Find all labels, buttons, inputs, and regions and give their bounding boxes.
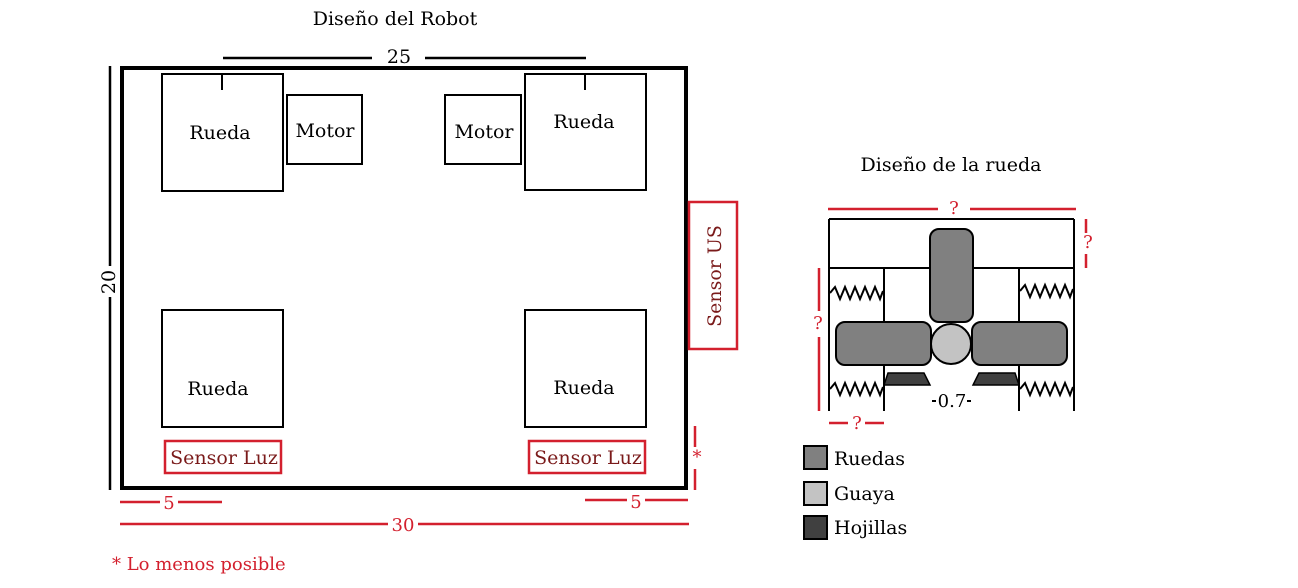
robot-title: Diseño del Robot <box>313 8 478 30</box>
sensor-us-label: Sensor US <box>704 225 726 327</box>
wheel-dim-right-label: ? <box>1083 232 1093 253</box>
robot-dim-bottom-left-label: 5 <box>163 493 174 514</box>
motor-left-label: Motor <box>295 120 355 142</box>
wheel-design-title: Diseño de la rueda <box>861 154 1042 176</box>
robot-dim-star-label: * <box>693 447 702 468</box>
legend-swatch-ruedas <box>803 445 828 470</box>
robot-dim-left-label: 20 <box>98 270 120 294</box>
wheel-part-right <box>971 321 1068 366</box>
legend-swatch-hojillas <box>803 515 828 540</box>
robot-dim-top-label: 25 <box>387 46 411 68</box>
legend-label-hojillas: Hojillas <box>834 517 907 539</box>
robot-dim-bottom-label: 30 <box>392 515 415 536</box>
wheel-bottom-left-label: Rueda <box>187 378 248 400</box>
robot-dim-bottom-right-label: 5 <box>630 492 641 513</box>
legend-label-guaya: Guaya <box>834 483 895 505</box>
blade-right <box>971 372 1021 386</box>
robot-dim-bottom-right: 5 <box>585 492 688 513</box>
robot-dim-bottom-left: 5 <box>120 493 222 514</box>
wheel-dim-top-label: ? <box>949 198 959 219</box>
wheel-dim-gap: 0.7 <box>932 391 971 412</box>
wheel-bottom-left: Rueda <box>161 309 284 428</box>
motor-left: Motor <box>286 94 363 165</box>
guaya-circle <box>930 323 972 365</box>
robot-dim-left: 20 <box>98 66 120 490</box>
sensor-luz-right-label: Sensor Luz <box>534 447 642 469</box>
sensor-us: Sensor US <box>687 200 739 351</box>
wheel-dim-left: ? <box>813 268 823 411</box>
legend-swatch-guaya <box>803 481 828 506</box>
blade-left <box>882 372 932 386</box>
legend-label-ruedas: Ruedas <box>834 448 905 470</box>
wheel-dim-gap-label: 0.7 <box>938 391 967 412</box>
wheel-dim-right: ? <box>1083 219 1093 268</box>
wheel-top-right-label: Rueda <box>553 111 614 133</box>
motor-right: Motor <box>444 94 522 165</box>
robot-chassis <box>120 66 688 490</box>
robot-dim-bottom: 30 <box>120 515 689 536</box>
sensor-luz-left: Sensor Luz <box>163 439 283 475</box>
wheel-dim-bottom-left: ? <box>829 413 884 434</box>
wheel-dim-bottom-left-label: ? <box>852 413 862 434</box>
motor-right-label: Motor <box>454 121 514 143</box>
wheel-dim-left-label: ? <box>813 313 823 334</box>
wheel-bottom-right-label: Rueda <box>553 377 614 399</box>
wheel-springs <box>829 282 1074 398</box>
wheel-part-left <box>835 321 932 366</box>
wheel-top-left-label: Rueda <box>189 122 250 144</box>
wheel-top-left: Rueda <box>161 73 284 192</box>
robot-dim-top: 25 <box>223 46 586 68</box>
footnote: * Lo menos posible <box>112 554 286 575</box>
wheel-bottom-right: Rueda <box>524 309 647 428</box>
wheel-part-top <box>929 228 974 323</box>
legend: Ruedas Guaya Hojillas <box>803 445 907 540</box>
sensor-luz-left-label: Sensor Luz <box>170 447 278 469</box>
wheel-dim-top: ? <box>828 198 1076 219</box>
wheel-top-right: Rueda <box>524 73 647 191</box>
robot-dim-star: * <box>693 426 702 490</box>
sensor-luz-right: Sensor Luz <box>527 439 647 475</box>
